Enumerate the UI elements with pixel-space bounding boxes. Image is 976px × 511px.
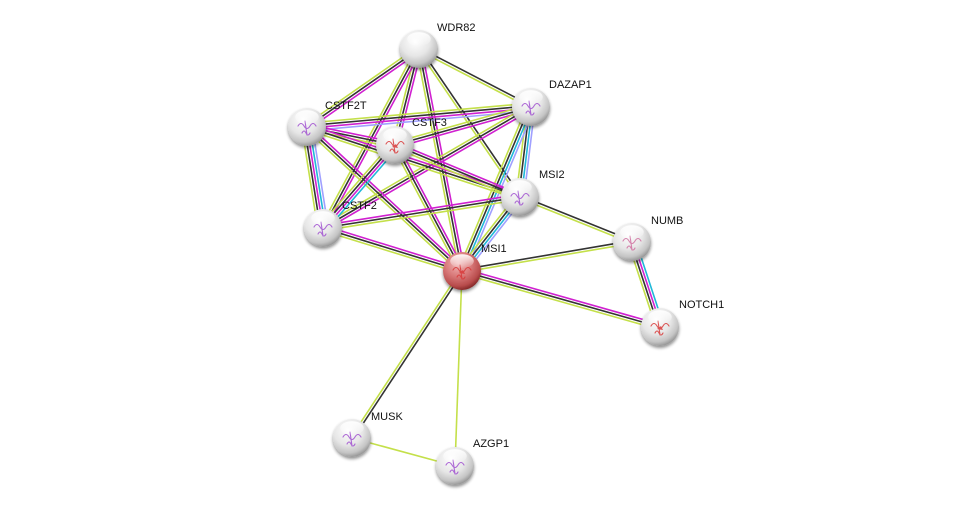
- edge-evidence-textmining: [393, 146, 520, 201]
- edge-dazap1-cstf3[interactable]: [394, 103, 532, 149]
- node-highlight: [311, 211, 335, 225]
- edge-evidence-coexpression: [306, 48, 420, 128]
- edge-evidence-textmining: [462, 242, 633, 274]
- edge-evidence-textmining: [461, 272, 660, 331]
- edge-evidence-coexpression: [322, 106, 532, 229]
- node-label: AZGP1: [473, 438, 509, 450]
- edge-cstf2-msi1[interactable]: [321, 224, 464, 275]
- edge-cstf2t-msi1[interactable]: [304, 124, 465, 274]
- edge-evidence-coexpression: [461, 239, 632, 271]
- node-label: MUSK: [371, 411, 403, 423]
- edge-cstf2-msi2[interactable]: [322, 193, 521, 232]
- edge-evidence-textmining: [304, 128, 461, 274]
- node-highlight: [508, 180, 532, 194]
- node-msi1[interactable]: MSI1: [443, 243, 507, 290]
- node-cstf3[interactable]: CSTF3: [376, 117, 447, 164]
- edge-evidence-coexpression: [461, 270, 661, 328]
- node-notch1[interactable]: NOTCH1: [641, 299, 724, 346]
- edge-evidence-experiments: [395, 141, 522, 196]
- edge-evidence-experiments: [308, 50, 421, 130]
- node-musk[interactable]: MUSK: [333, 411, 403, 457]
- node-label: DAZAP1: [549, 79, 592, 91]
- edge-evidence-coexpression: [306, 104, 531, 127]
- edge-evidence-coexpression: [306, 126, 463, 272]
- edge-evidence-textmining: [519, 197, 632, 244]
- edge-evidence-coexpression: [352, 271, 464, 440]
- node-highlight: [383, 128, 407, 142]
- edge-evidence-textmining: [418, 49, 531, 109]
- node-highlight: [407, 32, 431, 46]
- node-label: MSI1: [481, 243, 507, 255]
- edge-evidence-experiments: [308, 124, 465, 270]
- node-wdr82[interactable]: WDR82: [400, 22, 476, 68]
- edge-evidence-textmining: [350, 269, 462, 438]
- edge-evidence-textmining: [305, 128, 520, 201]
- node-label: MSI2: [539, 169, 565, 181]
- edge-evidence-coexpression: [394, 144, 521, 198]
- edge-evidence-textmining: [323, 198, 521, 232]
- node-label: WDR82: [437, 22, 476, 34]
- node-label: NOTCH1: [679, 299, 724, 311]
- node-label: CSTF3: [412, 117, 447, 129]
- edge-wdr82-cstf2t[interactable]: [305, 46, 421, 130]
- edge-msi1-azgp1[interactable]: [454, 270, 463, 467]
- edge-evidence-textmining: [306, 102, 531, 124]
- node-label: NUMB: [651, 215, 683, 227]
- edge-evidence-coexpression: [322, 227, 463, 272]
- edge-evidence-textmining: [394, 103, 531, 144]
- node-highlight: [443, 449, 467, 463]
- edge-msi1-musk[interactable]: [350, 269, 464, 440]
- edge-evidence-coexpression: [520, 195, 633, 242]
- node-label: CSTF2: [342, 200, 377, 212]
- edge-evidence-experiments: [323, 224, 464, 270]
- node-highlight: [450, 254, 474, 268]
- node-highlight: [648, 310, 672, 324]
- edge-evidence-coexpression: [394, 106, 532, 146]
- edge-cstf3-msi2[interactable]: [393, 141, 522, 201]
- edge-wdr82-dazap1[interactable]: [418, 47, 532, 109]
- edge-evidence-coexpression: [322, 48, 420, 229]
- edge-msi1-notch1[interactable]: [461, 267, 661, 331]
- node-cstf2[interactable]: CSTF2: [304, 200, 377, 247]
- edge-msi2-numb[interactable]: [519, 195, 633, 244]
- edge-evidence-coexpression: [322, 196, 521, 229]
- node-numb[interactable]: NUMB: [613, 215, 683, 261]
- node-msi2[interactable]: MSI2: [501, 169, 565, 216]
- edge-evidence-textmining: [305, 46, 418, 126]
- edge-evidence-coexpression: [419, 47, 522, 197]
- node-label: CSTF2T: [325, 100, 367, 112]
- node-highlight: [340, 421, 364, 435]
- node-dazap1[interactable]: DAZAP1: [512, 79, 592, 126]
- edge-msi1-numb[interactable]: [461, 239, 633, 274]
- edge-evidence-experiments: [322, 193, 520, 227]
- edge-evidence-coexpression: [419, 47, 532, 107]
- edge-evidence-experiments: [462, 267, 661, 326]
- edge-evidence-textmining: [454, 270, 463, 467]
- node-cstf2t[interactable]: CSTF2T: [288, 100, 367, 146]
- edge-evidence-textmining: [321, 229, 462, 275]
- node-highlight: [295, 110, 319, 124]
- edge-evidence-experiments: [420, 48, 466, 271]
- node-highlight: [519, 90, 543, 104]
- edge-evidence-experiments: [324, 49, 422, 230]
- node-azgp1[interactable]: AZGP1: [436, 438, 509, 485]
- node-highlight: [620, 225, 644, 239]
- protein-structure-icon: [385, 138, 405, 154]
- edge-evidence-experiments: [307, 107, 532, 130]
- edge-evidence-experiments: [395, 108, 532, 149]
- edge-evidence-experiments: [396, 143, 466, 271]
